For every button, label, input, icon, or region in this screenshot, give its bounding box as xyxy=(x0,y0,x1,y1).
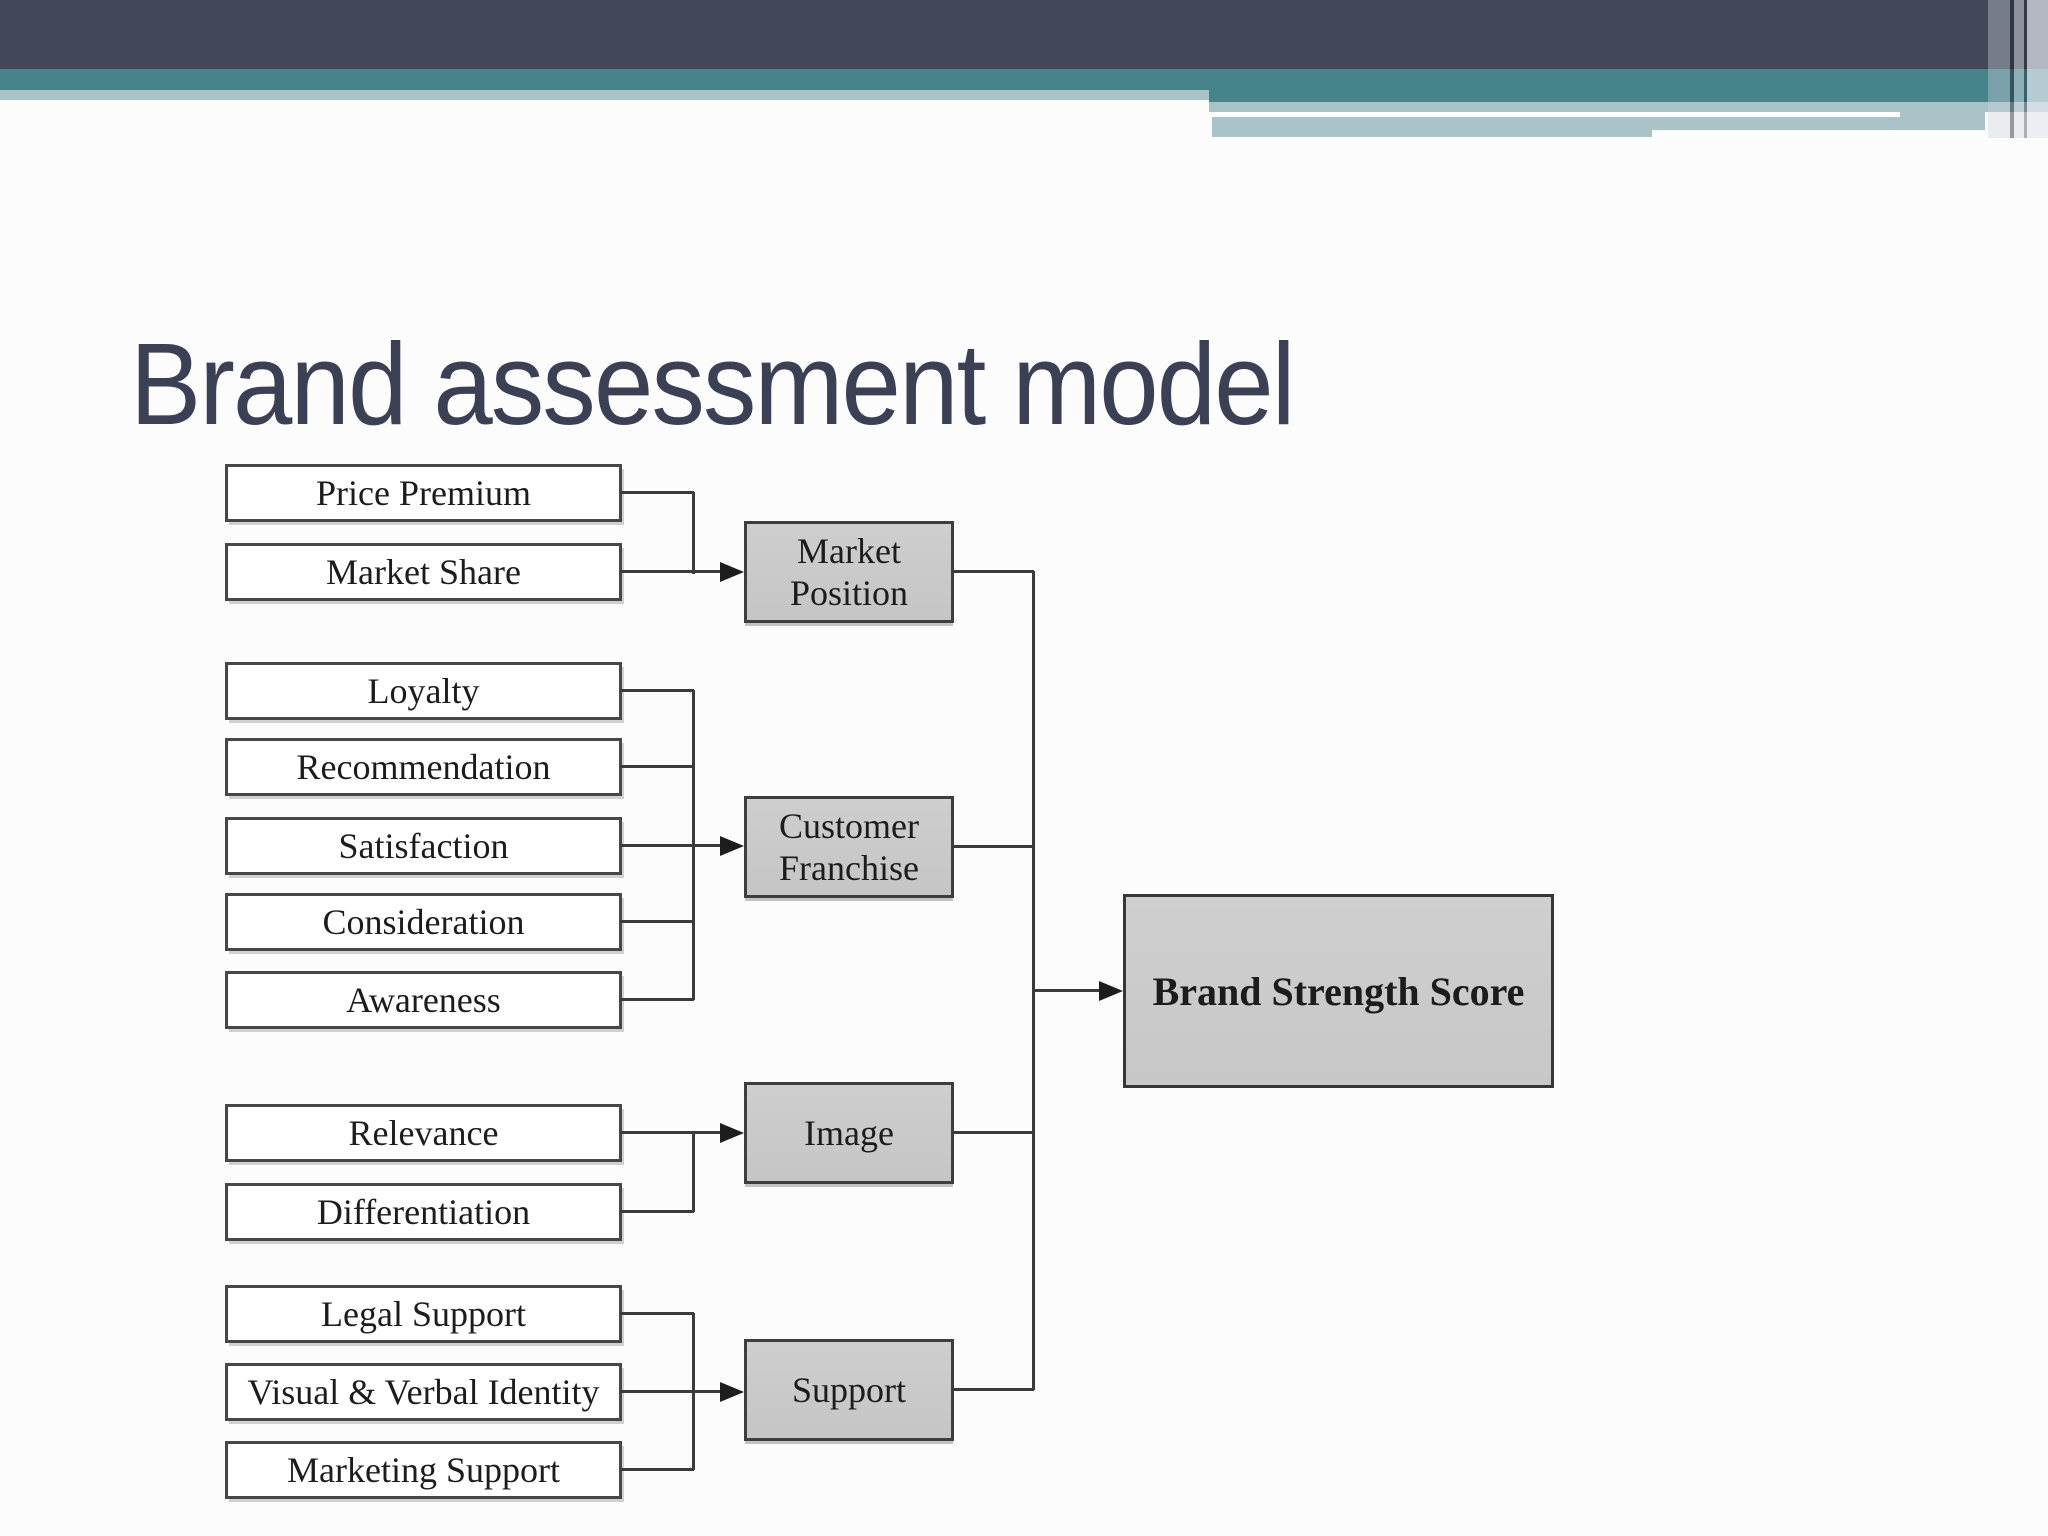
header-stripe-light-right-4 xyxy=(1900,112,1985,130)
connector-line xyxy=(1032,989,1101,992)
connector-line xyxy=(620,570,722,573)
connector-line xyxy=(620,844,722,847)
header-stripe-light-right-1 xyxy=(1209,102,2048,112)
connector-line xyxy=(620,920,694,923)
connector-line xyxy=(952,1131,1034,1134)
slide-title: Brand assessment model xyxy=(130,319,1296,449)
corner-vertical-stripe xyxy=(2027,0,2048,138)
connector-line xyxy=(952,845,1034,848)
corner-vertical-stripe xyxy=(2024,0,2027,138)
result-box-brand-strength-score: Brand Strength Score xyxy=(1123,894,1554,1088)
factor-box-market-position: Market Position xyxy=(744,521,954,623)
connector-line xyxy=(692,1132,695,1212)
input-box-market-share: Market Share xyxy=(225,543,622,601)
connector-line xyxy=(620,1210,694,1213)
connector-line xyxy=(620,998,694,1001)
corner-vertical-stripe xyxy=(2010,0,2014,138)
header-stripe-light-left xyxy=(0,90,1209,100)
input-box-satisfaction: Satisfaction xyxy=(225,817,622,875)
header-bar-navy xyxy=(0,0,2048,69)
header-stripe-white xyxy=(1212,112,1900,117)
connector-line xyxy=(620,689,694,692)
arrow-head xyxy=(720,836,744,856)
input-box-recommendation: Recommendation xyxy=(225,738,622,796)
arrow-head xyxy=(1099,981,1123,1001)
connector-line xyxy=(952,1388,1034,1391)
input-box-visual-verbal-identity: Visual & Verbal Identity xyxy=(225,1363,622,1421)
header-stripe-light-right-2 xyxy=(1212,117,1652,137)
connector-line xyxy=(620,1312,694,1315)
header-bar-teal-extension xyxy=(1209,90,2048,102)
connector-line xyxy=(620,491,694,494)
input-box-consideration: Consideration xyxy=(225,893,622,951)
factor-box-customer-franchise: Customer Franchise xyxy=(744,796,954,898)
connector-line xyxy=(1032,571,1035,1390)
input-box-price-premium: Price Premium xyxy=(225,464,622,522)
input-box-legal-support: Legal Support xyxy=(225,1285,622,1343)
input-box-loyalty: Loyalty xyxy=(225,662,622,720)
connector-line xyxy=(692,1313,695,1470)
corner-vertical-stripe xyxy=(1988,0,2010,138)
input-box-differentiation: Differentiation xyxy=(225,1183,622,1241)
arrow-head xyxy=(720,1123,744,1143)
factor-box-image: Image xyxy=(744,1082,954,1184)
input-box-marketing-support: Marketing Support xyxy=(225,1441,622,1499)
arrow-head xyxy=(720,1382,744,1402)
connector-line xyxy=(692,492,695,574)
input-box-awareness: Awareness xyxy=(225,971,622,1029)
input-box-relevance: Relevance xyxy=(225,1104,622,1162)
connector-line xyxy=(620,1468,694,1471)
arrow-head xyxy=(720,562,744,582)
corner-vertical-stripe xyxy=(2014,0,2024,138)
connector-line xyxy=(692,690,695,1000)
connector-line xyxy=(620,1131,722,1134)
connector-line xyxy=(620,1390,722,1393)
connector-line xyxy=(620,765,694,768)
connector-line xyxy=(952,570,1034,573)
header-bar-teal xyxy=(0,69,2048,90)
factor-box-support: Support xyxy=(744,1339,954,1441)
